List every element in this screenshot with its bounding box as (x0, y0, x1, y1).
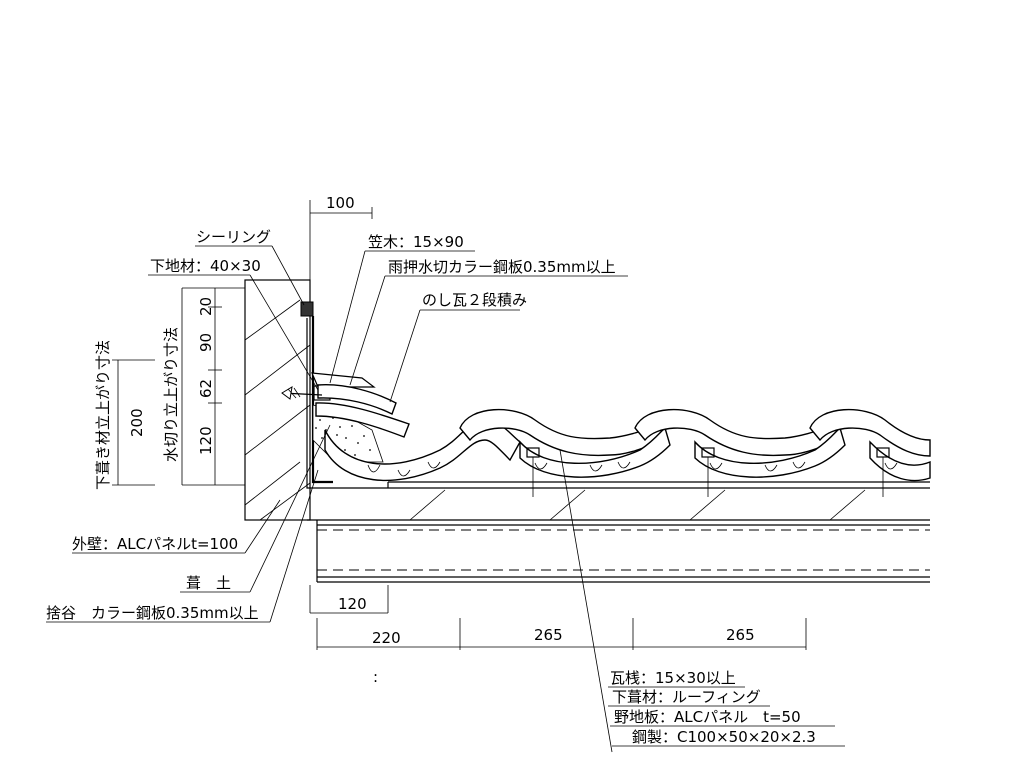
label-kawarasan: 瓦桟：15×30以上 (610, 669, 736, 687)
dim-220: 220 (372, 629, 401, 647)
kawarasan-battens (526, 447, 890, 497)
label-steel: 鋼製：C100×50×20×2.3 (632, 728, 816, 746)
roof-substrate (307, 481, 930, 583)
sealing-block (300, 301, 314, 317)
noshi-tiles (315, 384, 410, 438)
label-underlayment: 下葺材：ルーフィング (612, 688, 761, 706)
label-colon: : (373, 668, 378, 686)
roof-tiles (324, 409, 931, 482)
nail-fastener (281, 386, 323, 400)
dim-90: 90 (197, 333, 215, 352)
dim-120-horizontal: 120 (338, 595, 367, 613)
label-sheathing: 野地板：ALCパネル t=50 (614, 708, 801, 726)
label-kasagi: 笠木：15×90 (368, 233, 464, 251)
flashing-plate (306, 316, 388, 489)
label-base-material: 下地材：40×30 (150, 257, 261, 275)
dim-120-vertical: 120 (197, 426, 215, 455)
dim-top-100: 100 (326, 194, 355, 212)
label-flashing-height: 水切り立上がり寸法 (162, 327, 180, 462)
leader-lines (46, 245, 845, 753)
dimension-texts: 100 200 20 90 62 120 120 220 265 265 (128, 194, 755, 647)
dim-200: 200 (128, 408, 146, 437)
outer-wall (244, 279, 311, 521)
dimension-lines (112, 200, 807, 650)
label-flashing: 雨押水切カラー鋼板0.35mm以上 (388, 258, 616, 276)
label-fukitsuchi: 葺 土 (186, 574, 231, 592)
label-noshi-tile: のし瓦２段積み (422, 291, 527, 309)
dim-20: 20 (197, 297, 215, 316)
label-sutetani: 捨谷 カラー鋼板0.35mm以上 (46, 604, 259, 622)
label-underlay-height: 下葺き材立上がり寸法 (94, 340, 112, 490)
dim-265-b: 265 (726, 626, 755, 644)
dim-62: 62 (197, 379, 215, 398)
label-sealing: シーリング (196, 228, 271, 246)
dim-265-a: 265 (534, 626, 563, 644)
label-outer-wall: 外壁：ALCパネルt=100 (72, 535, 238, 553)
